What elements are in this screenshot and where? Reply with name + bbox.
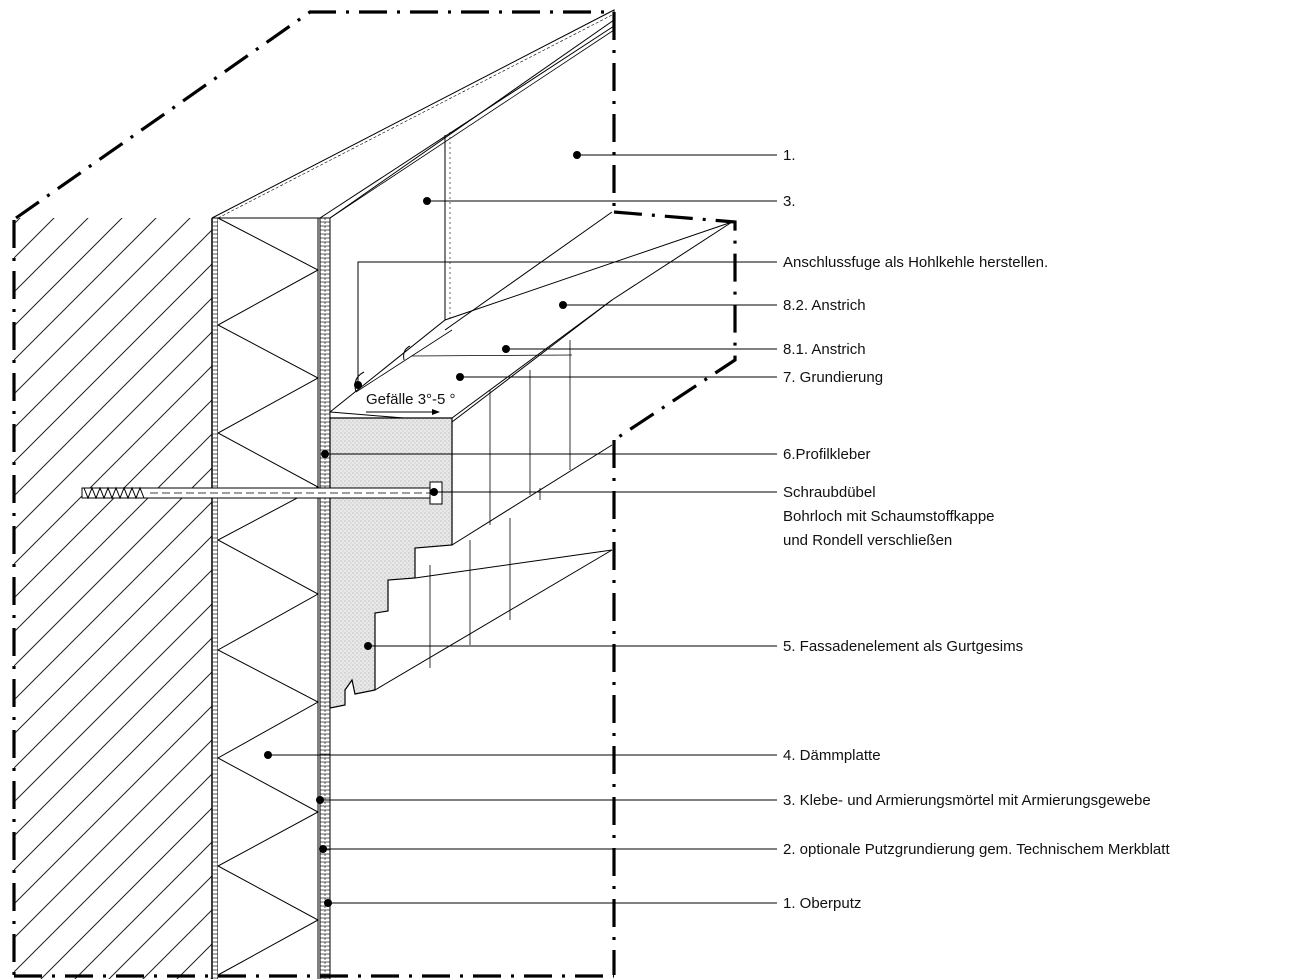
leader-lines <box>268 154 777 904</box>
label-8-2-anstrich: 8.2. Anstrich <box>783 297 866 314</box>
label-anschlussfuge: Anschlussfuge als Hohlkehle herstellen. <box>783 254 1048 271</box>
label-4-daemmplatte: 4. Dämmplatte <box>783 747 881 764</box>
insulation-board <box>216 217 320 979</box>
callout-labels: 1. 3. Anschlussfuge als Hohlkehle herste… <box>783 147 1170 912</box>
slope-text: Gefälle 3°-5 ° <box>366 391 456 408</box>
cornice-element <box>328 211 733 709</box>
base-layer <box>212 218 219 979</box>
label-bohrloch: Bohrloch mit Schaumstoffkappe <box>783 508 995 525</box>
break-lines <box>12 10 737 978</box>
masonry-wall <box>14 218 213 979</box>
label-1-oberputz-top: 1. <box>783 147 796 164</box>
label-3-top: 3. <box>783 193 796 210</box>
slope-annotation: Gefälle 3°-5 ° <box>366 391 456 415</box>
label-5-fassadenelement: 5. Fassadenelement als Gurtgesims <box>783 638 1023 655</box>
render-layers <box>319 218 331 979</box>
upper-wall-perspective <box>211 9 615 320</box>
label-6-profilkleber: 6.Profilkleber <box>783 446 871 463</box>
label-7-grundierung: 7. Grundierung <box>783 369 883 386</box>
label-1-oberputz: 1. Oberputz <box>783 895 861 912</box>
label-rondell: und Rondell verschließen <box>783 532 952 549</box>
label-3-klebe-armierungsmoertel: 3. Klebe- und Armierungsmörtel mit Armie… <box>783 792 1151 809</box>
leader-dots <box>264 151 581 907</box>
label-schraubduebel: Schraubdübel <box>783 484 876 501</box>
label-8-1-anstrich: 8.1. Anstrich <box>783 341 866 358</box>
label-2-putzgrundierung: 2. optionale Putzgrundierung gem. Techni… <box>783 841 1170 858</box>
